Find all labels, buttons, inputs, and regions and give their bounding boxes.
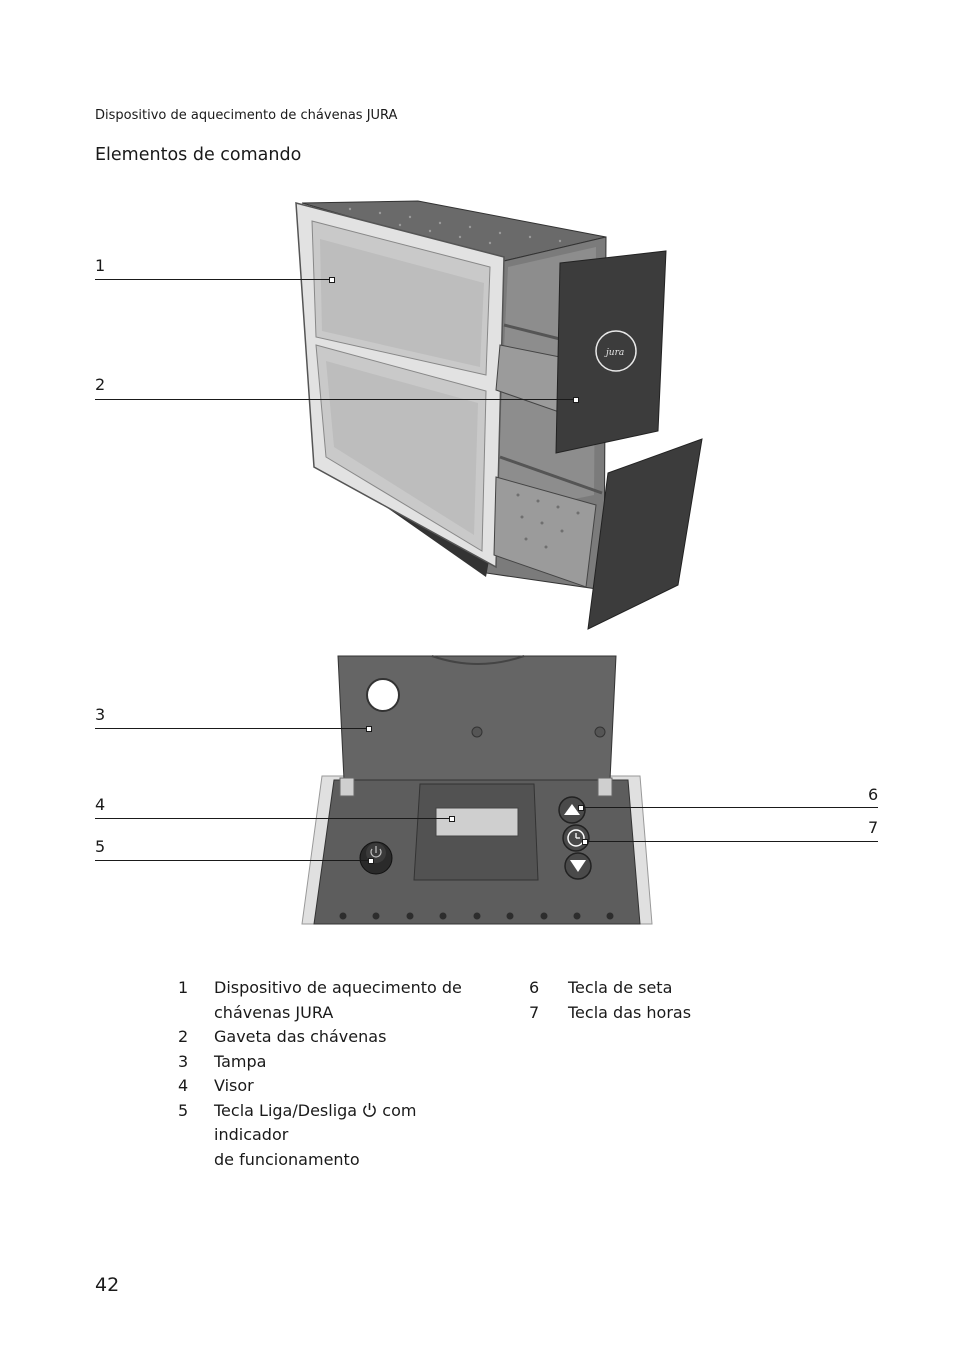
legend-item: 4 Visor xyxy=(178,1074,484,1099)
callout-number: 1 xyxy=(95,256,106,275)
callout-anchor xyxy=(366,726,372,732)
legend-text: Visor xyxy=(214,1076,254,1095)
legend-text-line: Tecla Liga/Desliga xyxy=(214,1100,358,1120)
legend-number: 4 xyxy=(178,1076,189,1095)
page-number: 42 xyxy=(95,1274,120,1296)
legend-text: Tampa xyxy=(214,1051,267,1071)
legend-number: 6 xyxy=(529,978,540,997)
callout-anchor xyxy=(329,277,335,283)
legend-right-column: 6 Tecla de seta 7 Tecla das horas xyxy=(529,976,838,1025)
legend-item: 5 Tecla Liga/Desliga com indicador de fu… xyxy=(178,1099,484,1173)
callout-leader-line xyxy=(95,818,451,819)
callout-number: 7 xyxy=(868,818,879,837)
legend-item: 6 Tecla de seta xyxy=(529,976,838,1001)
callout-leader-line xyxy=(95,860,370,861)
callout-leader-line xyxy=(584,841,878,842)
legend-number: 5 xyxy=(178,1100,189,1120)
legend-text: Dispositivo de aquecimento de chávenas J… xyxy=(214,976,484,1025)
legend-number: 7 xyxy=(529,1002,540,1022)
cup-warmer-illustration: jura xyxy=(295,200,703,630)
callout-number: 4 xyxy=(95,795,106,814)
callout-leader-line xyxy=(95,279,331,280)
callout-leader-line xyxy=(580,807,878,808)
callout-anchor xyxy=(368,858,374,864)
power-icon xyxy=(363,1102,377,1117)
callout-number: 5 xyxy=(95,837,106,856)
running-header: Dispositivo de aquecimento de chávenas J… xyxy=(95,108,398,123)
callout-number: 3 xyxy=(95,705,106,724)
legend-text-line: com indicador xyxy=(214,1100,417,1145)
legend-text: Tecla de seta xyxy=(568,978,673,997)
callout-anchor xyxy=(573,397,579,403)
legend-text-line: Dispositivo de aquecimento de xyxy=(214,978,462,997)
callout-number: 2 xyxy=(95,375,106,394)
section-title: Elementos de comando xyxy=(95,145,302,165)
legend-left-column: 1 Dispositivo de aquecimento de chávenas… xyxy=(178,976,484,1172)
callout-anchor xyxy=(582,839,588,845)
legend-number: 3 xyxy=(178,1051,189,1071)
callout-leader-line xyxy=(95,399,575,400)
legend-text-line: de funcionamento xyxy=(214,1149,360,1169)
legend-item: 1 Dispositivo de aquecimento de chávenas… xyxy=(178,976,484,1025)
legend-number: 2 xyxy=(178,1027,189,1046)
legend-item: 7 Tecla das horas xyxy=(529,1001,838,1026)
legend-text: Tecla das horas xyxy=(568,1002,692,1022)
callout-anchor xyxy=(449,816,455,822)
legend-item: 3 Tampa xyxy=(178,1050,484,1075)
control-panel-illustration xyxy=(301,655,653,925)
callout-anchor xyxy=(578,805,584,811)
legend-text: Tecla Liga/Desliga com indicador de func… xyxy=(214,1099,484,1173)
svg-text:jura: jura xyxy=(604,348,624,358)
legend-number: 1 xyxy=(178,978,189,997)
legend-text-line: chávenas JURA xyxy=(214,1002,334,1022)
legend-text: Gaveta das chávenas xyxy=(214,1027,387,1046)
legend-item: 2 Gaveta das chávenas xyxy=(178,1025,484,1050)
callout-number: 6 xyxy=(868,785,879,804)
callout-leader-line xyxy=(95,728,368,729)
